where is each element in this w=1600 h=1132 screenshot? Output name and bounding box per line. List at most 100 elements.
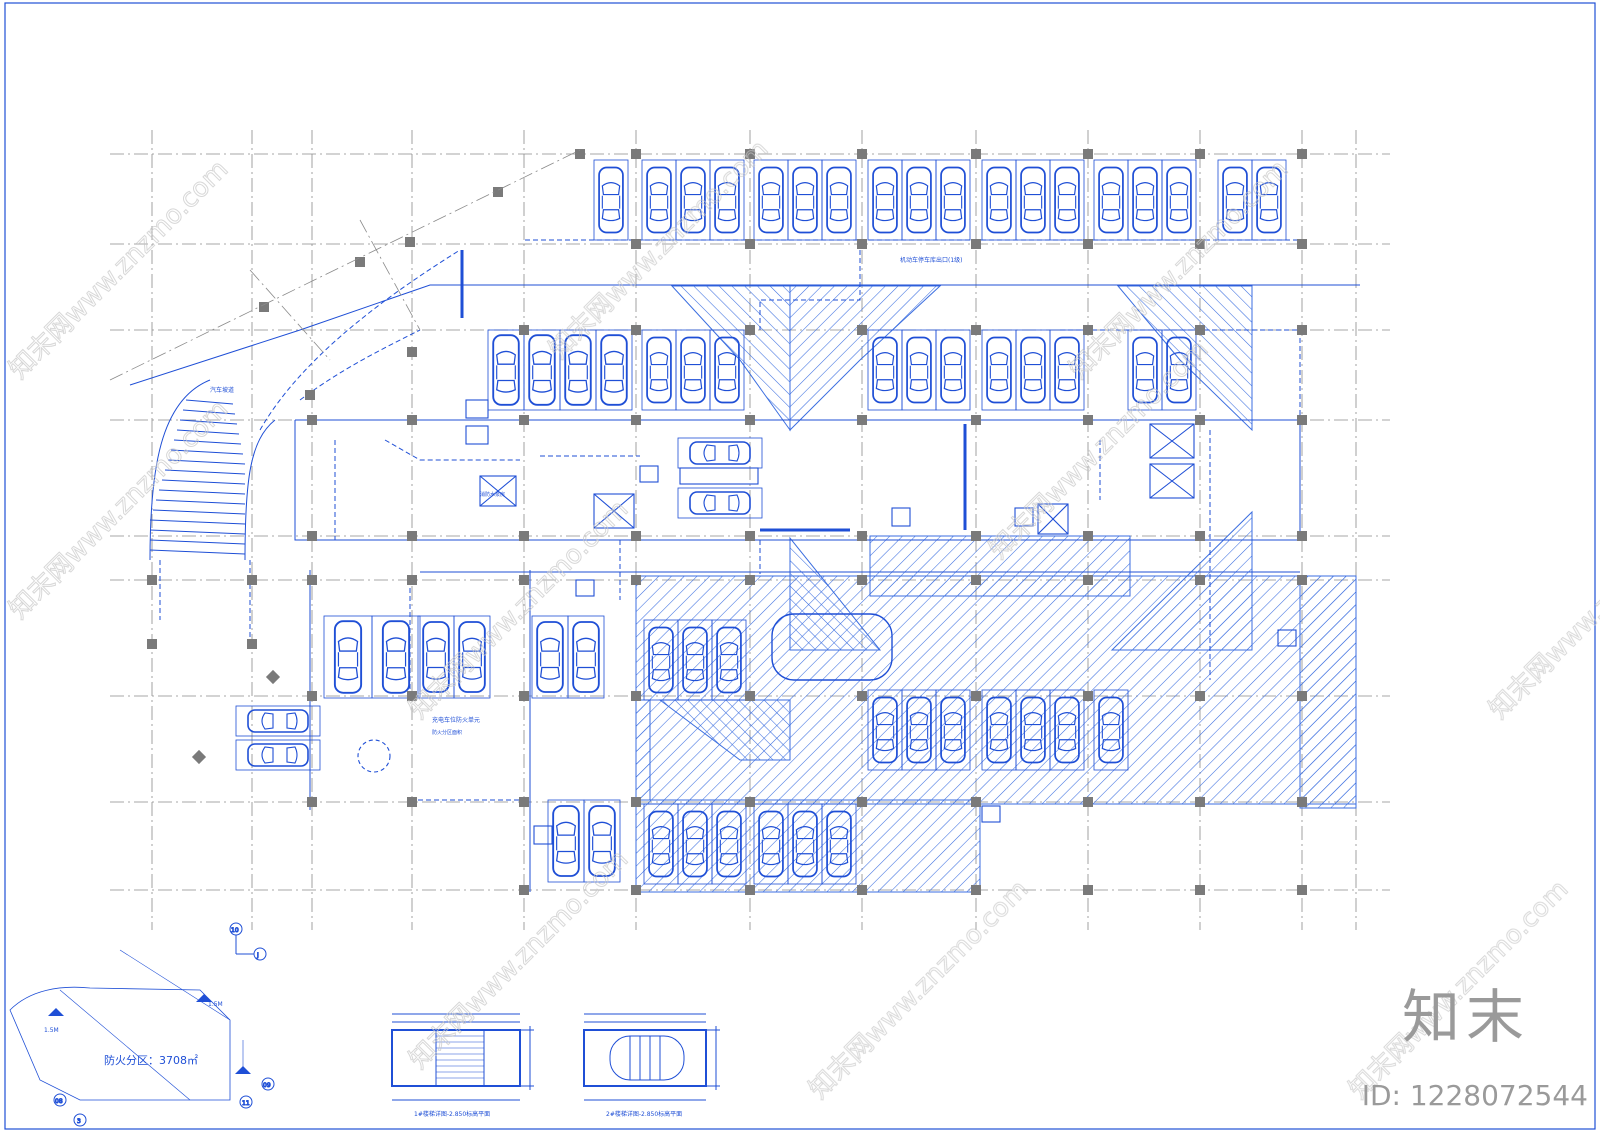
column	[247, 639, 257, 649]
curved-ramp	[149, 379, 276, 561]
stair-detail-1	[391, 1013, 534, 1101]
column	[493, 187, 503, 197]
stall-outline	[1161, 159, 1197, 241]
column	[857, 239, 867, 249]
stall-outline	[1093, 689, 1129, 771]
fire-zone-label: 防火分区：3708㎡	[104, 1053, 198, 1067]
column	[745, 797, 755, 807]
sheet-border	[4, 2, 1596, 1130]
column	[631, 415, 641, 425]
stall-outline	[323, 615, 373, 699]
column	[307, 797, 317, 807]
column	[1297, 885, 1307, 895]
column	[631, 531, 641, 541]
column	[519, 797, 529, 807]
column	[407, 575, 417, 585]
stall-outline	[711, 803, 747, 885]
stall-outline	[711, 619, 747, 701]
car-icon	[1020, 166, 1046, 234]
fire-room-note: 消防水泵房	[480, 491, 505, 498]
svg-text:知末网www.znzmo.com: 知末网www.znzmo.com	[4, 394, 235, 625]
column	[745, 239, 755, 249]
column	[1195, 575, 1205, 585]
column	[1083, 691, 1093, 701]
column	[1083, 239, 1093, 249]
car-icon	[247, 743, 309, 767]
column	[1195, 239, 1205, 249]
column	[519, 575, 529, 585]
column	[971, 415, 981, 425]
column	[745, 149, 755, 159]
column	[857, 415, 867, 425]
axis-bubble-08: 08	[55, 1098, 63, 1105]
car-icon	[792, 166, 818, 234]
column	[519, 885, 529, 895]
column	[1297, 239, 1307, 249]
stall-outline	[453, 615, 491, 699]
parking-stalls	[235, 159, 1287, 885]
stall-outline	[1161, 329, 1197, 411]
column	[631, 575, 641, 585]
car-icon	[1054, 166, 1080, 234]
stall-outline	[709, 329, 745, 411]
column	[971, 575, 981, 585]
ramp-outline	[771, 613, 893, 681]
column	[857, 885, 867, 895]
axis-bubbles: 10 J 08 3 11 09	[53, 922, 275, 1127]
car-icon	[536, 621, 564, 693]
column	[305, 390, 315, 400]
stall-outline	[1049, 159, 1085, 241]
car-icon	[1020, 336, 1046, 404]
column	[1083, 415, 1093, 425]
column	[1083, 149, 1093, 159]
svg-text:知末网www.znzmo.com: 知末网www.znzmo.com	[4, 154, 235, 385]
axis-bubble-10: 10	[231, 927, 239, 934]
column	[355, 257, 365, 267]
car-icon	[872, 336, 898, 404]
column	[1195, 531, 1205, 541]
column	[1297, 531, 1307, 541]
stall-outline	[935, 329, 971, 411]
column	[857, 575, 867, 585]
stall-outline	[593, 159, 629, 241]
column	[191, 749, 207, 765]
stall-outline	[235, 739, 321, 771]
column	[1083, 531, 1093, 541]
column	[265, 669, 281, 685]
column	[1195, 415, 1205, 425]
watermark-brand: 知末	[1401, 983, 1530, 1051]
car-icon	[758, 166, 784, 234]
column	[519, 415, 529, 425]
stall-outline	[1049, 689, 1085, 771]
axis-bubble-09: 09	[263, 1082, 271, 1089]
car-icon	[680, 336, 706, 404]
svg-text:知末网www.znzmo.com: 知末网www.znzmo.com	[404, 494, 635, 725]
column	[407, 691, 417, 701]
column	[631, 885, 641, 895]
column	[1195, 885, 1205, 895]
car-icon	[940, 166, 966, 234]
car-icon	[572, 621, 600, 693]
column	[857, 325, 867, 335]
car-icon	[872, 166, 898, 234]
column	[147, 639, 157, 649]
key-plan: 防火分区：3708㎡ 1.5M 1.5M	[9, 949, 251, 1101]
car-icon	[1132, 166, 1158, 234]
column	[407, 347, 417, 357]
axis-bubble-11: 11	[242, 1100, 250, 1107]
car-icon	[552, 805, 580, 877]
stall-outline	[1049, 329, 1085, 411]
column	[1195, 325, 1205, 335]
column	[307, 415, 317, 425]
column	[259, 302, 269, 312]
car-icon	[1166, 166, 1192, 234]
axis-bubble-J: J	[256, 952, 259, 959]
hatched-zones	[635, 285, 1357, 893]
car-icon	[333, 620, 363, 694]
column	[307, 575, 317, 585]
column	[1083, 885, 1093, 895]
car-icon	[906, 336, 932, 404]
column	[857, 531, 867, 541]
column	[307, 691, 317, 701]
